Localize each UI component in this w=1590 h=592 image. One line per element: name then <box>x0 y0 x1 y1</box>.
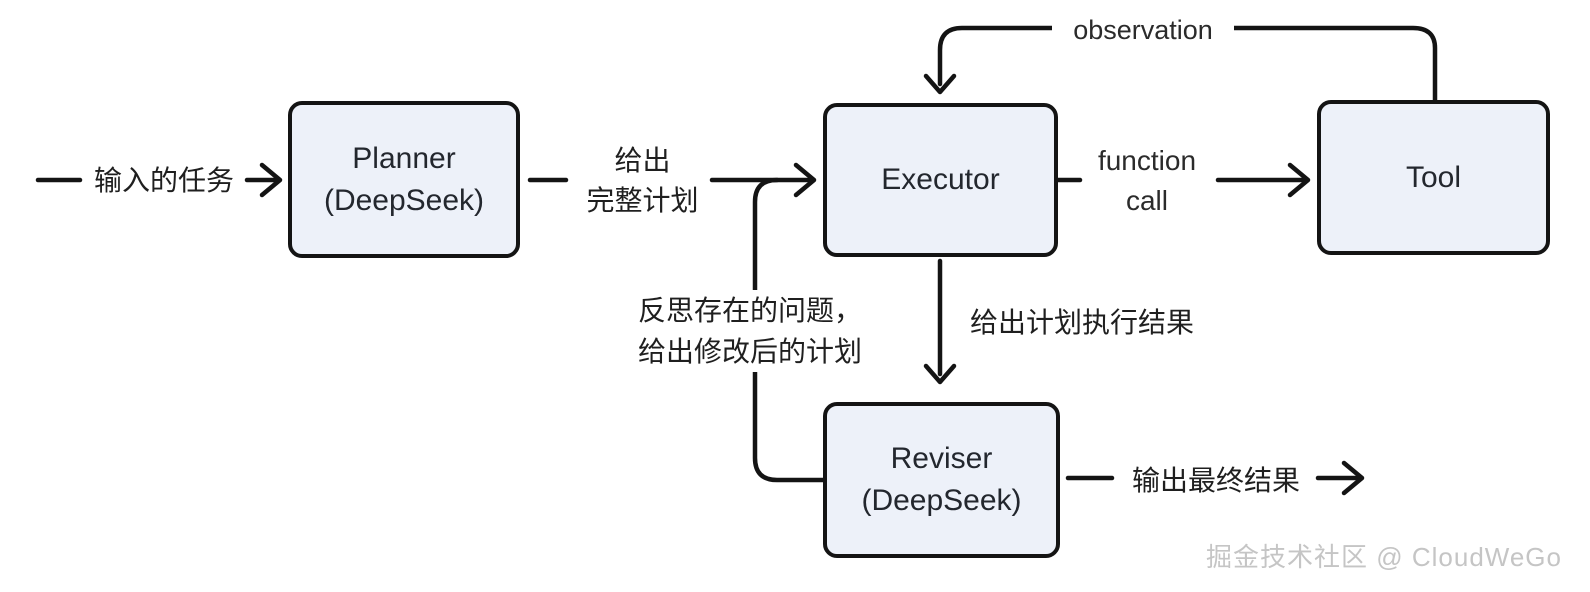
edge-reviser-feedback <box>752 177 826 483</box>
arrowhead-right-icon <box>259 162 283 198</box>
node-planner: Planner (DeepSeek) <box>288 101 520 258</box>
arrowhead-down-icon <box>923 363 957 385</box>
node-tool-title: Tool <box>1405 160 1462 194</box>
node-reviser-subtitle: (DeepSeek) <box>861 484 1022 517</box>
label-reflect-revise-line2: 给出修改后的计划 <box>637 336 862 367</box>
node-executor: Executor <box>823 103 1058 257</box>
arrowhead-down-icon <box>923 73 957 95</box>
arrowhead-right-icon <box>793 162 817 198</box>
arrowhead-right-icon <box>1341 460 1365 496</box>
arrowhead-right-icon <box>1287 162 1311 198</box>
label-function-call: function call <box>1082 141 1212 221</box>
node-tool: Tool <box>1317 100 1550 255</box>
label-observation: observation <box>1052 13 1234 47</box>
node-reviser: Reviser (DeepSeek) <box>823 402 1060 558</box>
label-function-call-line1: function <box>1097 145 1197 176</box>
label-final-output: 输出最终结果 <box>1131 465 1300 496</box>
label-reflect-revise-line1: 反思存在的问题， <box>637 295 862 326</box>
watermark: 掘金技术社区 @ CloudWeGo <box>1206 542 1562 572</box>
label-give-complete-plan-line2: 完整计划 <box>586 185 699 216</box>
label-give-complete-plan: 给出 完整计划 <box>570 141 715 221</box>
node-executor-title: Executor <box>881 163 1000 196</box>
node-reviser-title: Reviser <box>890 442 993 475</box>
node-planner-subtitle: (DeepSeek) <box>323 183 485 217</box>
label-give-complete-plan-line1: 给出 <box>614 145 671 176</box>
label-reflect-revise: 反思存在的问题， 给出修改后的计划 <box>628 290 872 372</box>
label-input-task: 输入的任务 <box>93 165 234 196</box>
node-planner-title: Planner <box>352 141 456 175</box>
label-execution-result: 给出计划执行结果 <box>970 307 1195 338</box>
label-function-call-line2: call <box>1125 185 1168 216</box>
